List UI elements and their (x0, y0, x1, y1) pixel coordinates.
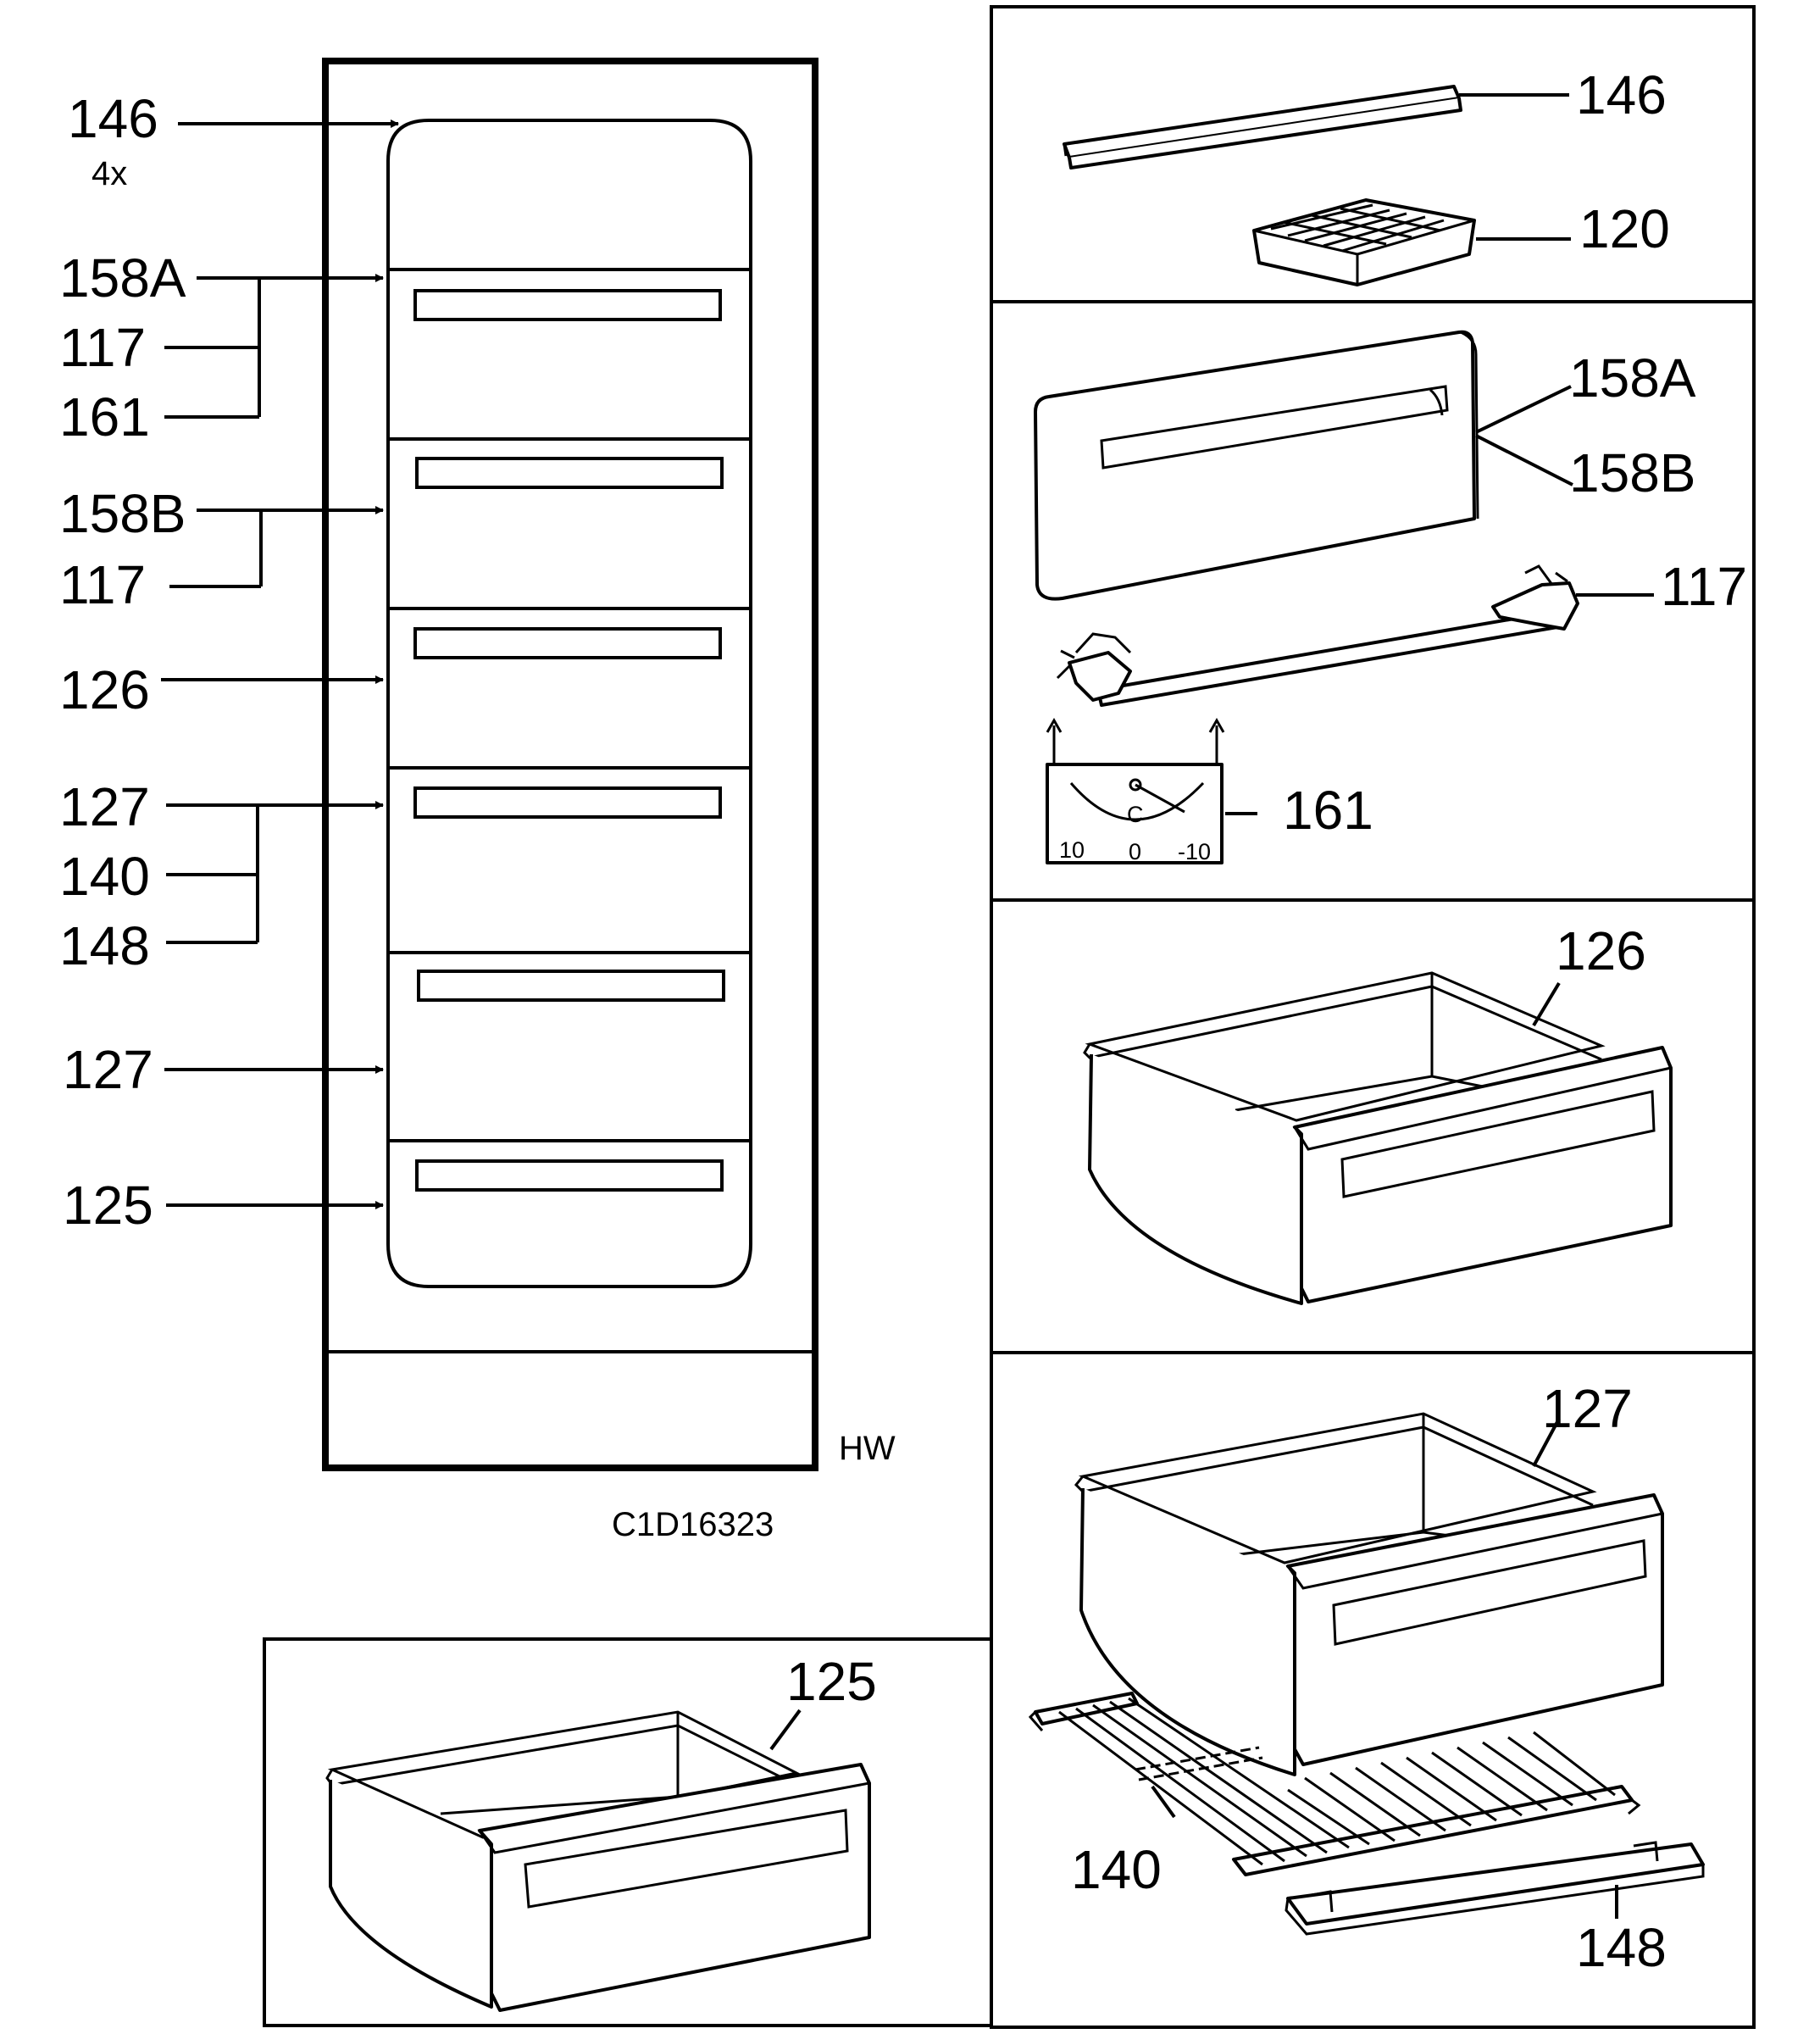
callout-117-upper: 117 (59, 317, 146, 378)
panel-strip-and-ice-tray: 146 120 (1063, 64, 1670, 286)
thermostat-dial-161: C 10 0 -10 (1046, 717, 1225, 864)
slide-rail-117 (1056, 564, 1579, 707)
freezer-cabinet (322, 58, 818, 1471)
dial-scale-right: -10 (1178, 839, 1211, 864)
label-158b: 158B (1569, 442, 1695, 503)
panel-drawer-125: 125 (263, 1637, 993, 2027)
label-140: 140 (1071, 1839, 1162, 1900)
callout-140: 140 (59, 846, 150, 907)
cabinet-callouts: 146 4x 158A 117 161 158B 117 126 127 140… (59, 88, 399, 1236)
label-161: 161 (1283, 780, 1373, 841)
panel-drawer-126: 126 (1083, 920, 1673, 1305)
label-120: 120 (1579, 198, 1670, 259)
model-tag: HW (839, 1430, 896, 1467)
dial-center-mark: C (1127, 802, 1144, 827)
callout-158b: 158B (59, 483, 186, 544)
callout-126: 126 (59, 659, 150, 720)
drawer-front-158 (1034, 330, 1479, 601)
panel-front-rail-dial: 158A 158B 117 C 10 0 -10 161 (1034, 330, 1747, 864)
right-panels-frame (990, 5, 1756, 2029)
callout-127-upper: 127 (59, 776, 150, 837)
drawer-125 (325, 1710, 872, 2012)
label-158a: 158A (1569, 347, 1696, 408)
label-117: 117 (1661, 556, 1747, 617)
drawing-code: C1D16323 (612, 1506, 774, 1543)
wire-grid-140 (1028, 1692, 1641, 1876)
label-127: 127 (1542, 1378, 1633, 1439)
drawer-127 (1074, 1412, 1665, 1776)
drawer-126 (1083, 971, 1673, 1305)
label-126: 126 (1556, 920, 1646, 981)
callout-127-lower: 127 (63, 1039, 153, 1100)
front-rail-148 (1285, 1841, 1705, 1936)
callout-117-lower: 117 (59, 554, 146, 615)
label-148: 148 (1576, 1917, 1667, 1978)
label-146: 146 (1576, 64, 1667, 125)
callout-161: 161 (59, 386, 150, 447)
callout-125: 125 (63, 1175, 153, 1236)
dial-scale-left: 10 (1059, 837, 1085, 863)
dial-scale-mid: 0 (1129, 839, 1141, 864)
callout-148: 148 (59, 915, 150, 976)
panel-drawer-127: 127 140 148 (1028, 1378, 1705, 1978)
callout-146-quantity: 4x (92, 155, 127, 192)
callout-158a: 158A (59, 247, 186, 308)
callout-146: 146 (68, 88, 158, 149)
trim-strip-146 (1063, 85, 1462, 170)
ice-tray-120 (1252, 198, 1476, 286)
label-125: 125 (786, 1651, 877, 1712)
